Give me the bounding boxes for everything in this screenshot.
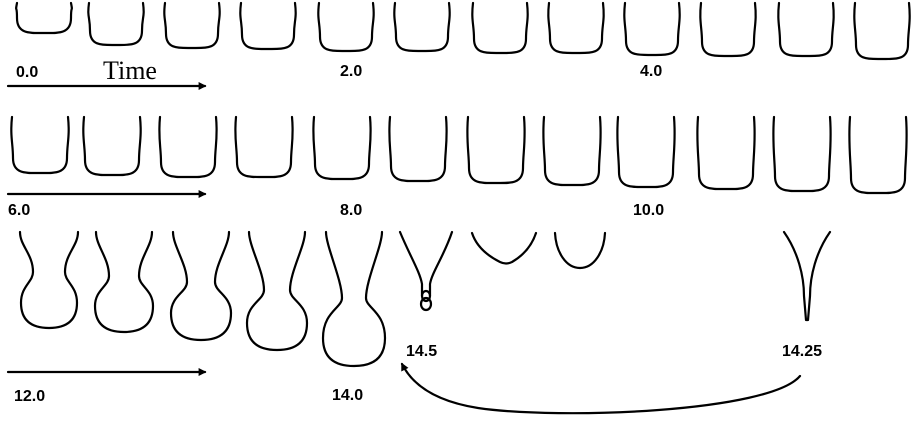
droplet-outline-20 xyxy=(543,117,600,185)
droplet-outline-13 xyxy=(11,117,68,173)
time-label-14-25: 14.25 xyxy=(782,344,822,360)
curved-sequence-arrow xyxy=(402,364,800,413)
retracting-cusp-outline xyxy=(472,233,536,264)
droplet-outline-6 xyxy=(394,3,449,51)
droplet-outline-10 xyxy=(700,3,755,56)
time-label-4: 4.0 xyxy=(640,64,662,80)
pinch-off-drop xyxy=(421,298,431,310)
retracting-meniscus-outline xyxy=(555,233,605,268)
time-label-0: 0.0 xyxy=(16,65,38,81)
time-label-6: 6.0 xyxy=(8,203,30,219)
droplet-outline-12 xyxy=(854,3,909,59)
droplet-outline-19 xyxy=(467,117,524,183)
droplet-outline-26 xyxy=(95,232,153,332)
droplet-outline-14 xyxy=(83,117,140,175)
time-axis-title: Time xyxy=(103,58,157,84)
pinch-off-neck-outline xyxy=(400,232,452,296)
time-label-10: 10.0 xyxy=(633,203,664,219)
time-label-14-5: 14.5 xyxy=(406,344,437,360)
droplet-outline-21 xyxy=(617,117,674,187)
droplet-outline-18 xyxy=(389,117,446,181)
droplet-outline-7 xyxy=(472,3,527,53)
droplet-outline-24 xyxy=(849,117,906,193)
droplet-outline-28 xyxy=(247,232,307,350)
droplet-outline-17 xyxy=(313,117,370,179)
time-label-14: 14.0 xyxy=(332,388,363,404)
droplet-outline-11 xyxy=(778,3,833,56)
time-label-2: 2.0 xyxy=(340,64,362,80)
thin-cusp-outline xyxy=(784,232,830,320)
time-label-8: 8.0 xyxy=(340,203,362,219)
time-arrows xyxy=(8,86,800,413)
droplet-outline-8 xyxy=(548,3,603,53)
droplet-outline-2 xyxy=(88,3,143,45)
droplet-outline-5 xyxy=(318,3,373,51)
droplet-outline-15 xyxy=(159,117,216,177)
droplet-outline-3 xyxy=(164,3,219,48)
droplet-outline-22 xyxy=(697,117,754,189)
droplet-outline-16 xyxy=(235,117,292,177)
droplet-outline-29 xyxy=(323,232,385,366)
droplet-outline-4 xyxy=(240,3,295,49)
droplet-outline-9 xyxy=(624,3,679,55)
droplet-outline-27 xyxy=(171,232,231,340)
droplet-outline-25 xyxy=(20,232,78,328)
droplet-outline-23 xyxy=(773,117,830,191)
droplet-outline-1 xyxy=(16,3,72,33)
time-label-12: 12.0 xyxy=(14,389,45,405)
